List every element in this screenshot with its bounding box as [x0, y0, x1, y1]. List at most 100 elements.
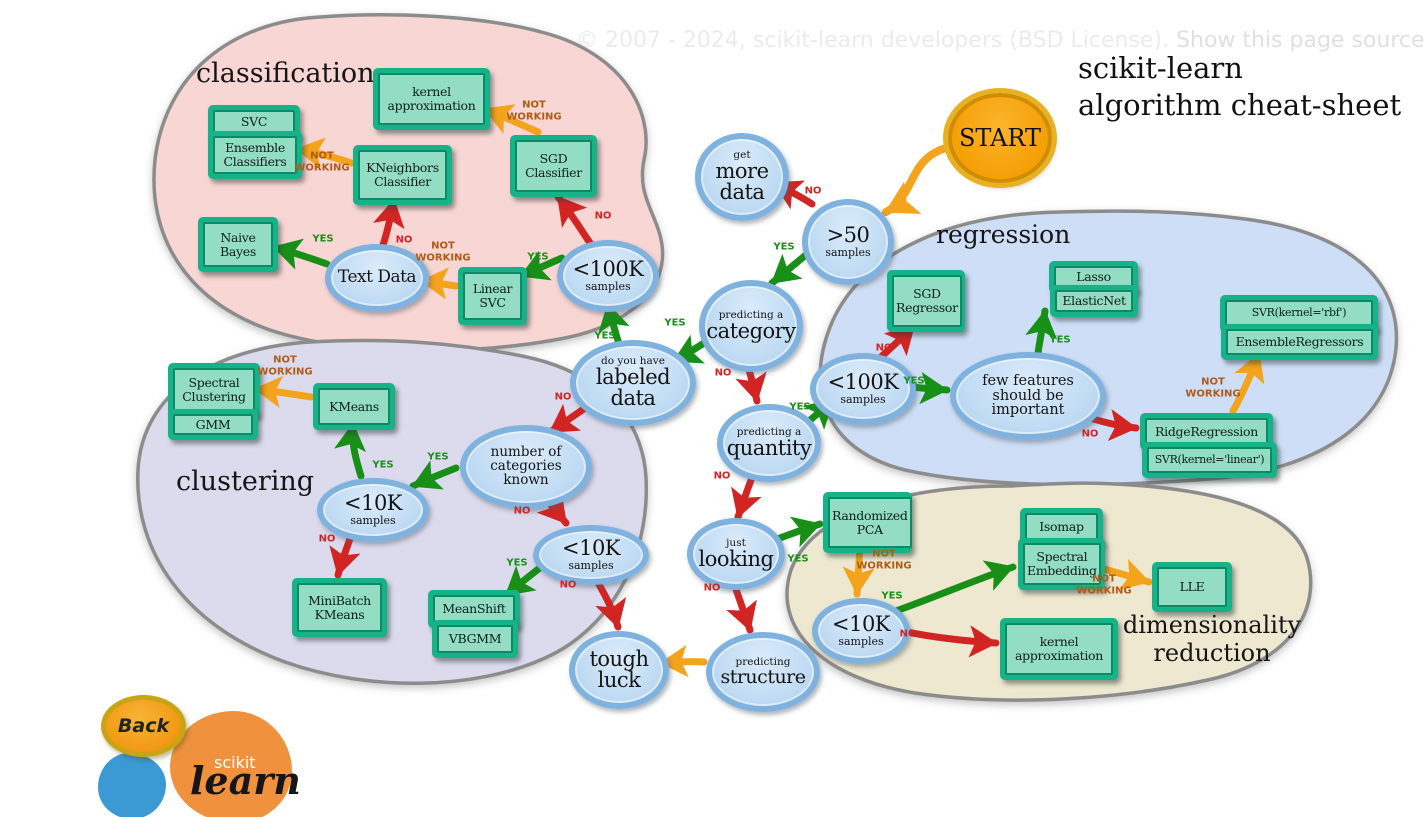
edge-label-yes-text-data-naive-bayes: YES — [312, 233, 334, 245]
estimator-sgd-regressor[interactable]: SGD Regressor — [887, 270, 965, 332]
estimator-kernel-approximation-classification[interactable]: kernel approximation — [373, 68, 490, 130]
node-text-data: Text Data — [325, 244, 429, 312]
arrow-yes-lt10k-to-spectral-embedding — [892, 560, 1017, 615]
edge-label-no-looking-structure: NO — [703, 582, 721, 594]
page-title-line2: algorithm cheat-sheet — [1078, 88, 1402, 122]
estimator-elasticnet[interactable]: ElasticNet — [1050, 285, 1138, 317]
estimator-gmm[interactable]: GMM — [168, 409, 258, 440]
estimator-label: SGD Classifier — [515, 140, 592, 192]
estimator-ensemble-regressors[interactable]: EnsembleRegressors — [1221, 324, 1378, 360]
edge-label-no-num-categories-lt10k: NO — [513, 505, 531, 517]
edge-label-yes-lt100k-linear-svc: YES — [527, 251, 549, 263]
edge-label-yes-lt10k-kmeans: YES — [372, 459, 394, 471]
edge-label-no-text-data-kneighbors: NO — [395, 234, 413, 246]
node-quantity-top: predicting a — [736, 426, 802, 439]
estimator-label: Spectral Clustering — [173, 368, 255, 412]
node-lt10k-right-sub: samples — [568, 558, 614, 572]
edge-label-no-lt10k-kernel-approx: NO — [899, 628, 917, 640]
node-looking-main: looking — [698, 546, 774, 571]
edge-label-yes-gt50-category: YES — [773, 241, 795, 253]
page-title-line1: scikit-learn — [1078, 51, 1243, 85]
estimator-sgd-classifier[interactable]: SGD Classifier — [510, 135, 597, 197]
edge-label-yes-quantity-lt100k-reg: YES — [789, 401, 811, 413]
estimator-randomized-pca[interactable]: Randomized PCA — [823, 492, 912, 553]
dimred-title-line2: reduction — [1153, 638, 1271, 667]
node-lt10k-samples-clustering-right: <10K samples — [533, 525, 649, 585]
estimator-label: Linear SVC — [463, 272, 522, 320]
edge-label-yes-lt10k-spectral-embedding: YES — [881, 590, 903, 602]
node-few-features-important: few features should be important — [950, 352, 1106, 440]
estimator-ensemble-classifiers[interactable]: Ensemble Classifiers — [208, 131, 302, 179]
node-structure-main: structure — [720, 665, 806, 688]
node-labeled-data: do you have labeled data — [570, 340, 696, 426]
back-button[interactable]: Back — [101, 695, 186, 757]
region-title-classification: classification — [196, 58, 375, 89]
node-lt100k-clf-sub: samples — [585, 279, 631, 293]
node-lt10k-samples-clustering-left: <10K samples — [317, 478, 429, 542]
node-labeled-top: do you have — [601, 355, 665, 368]
region-title-dimensionality-reduction: dimensionality reduction — [1108, 611, 1316, 667]
estimator-label: Randomized PCA — [828, 497, 912, 548]
estimator-label: kernel approximation — [1005, 623, 1113, 675]
estimator-kernel-approximation-dimred[interactable]: kernel approximation — [1000, 618, 1118, 680]
region-dimred-blob — [785, 481, 1313, 702]
estimator-naive-bayes[interactable]: Naive Bayes — [198, 217, 278, 272]
node-number-of-categories-known: number of categories known — [460, 425, 592, 509]
estimator-linear-svc[interactable]: Linear SVC — [458, 267, 527, 325]
scikit-learn-logo-scikit-text[interactable]: scikit — [214, 753, 256, 772]
estimator-kmeans[interactable]: KMeans — [313, 383, 395, 430]
estimator-label: SVR(kernel='linear') — [1147, 447, 1272, 473]
node-category-top: predicting a — [718, 309, 784, 322]
edge-label-nw-linear-svc-text-data: NOT WORKING — [415, 240, 471, 264]
edge-label-nw-kneighbors-ensemble: NOT WORKING — [294, 150, 350, 174]
estimator-spectral-clustering[interactable]: Spectral Clustering — [168, 363, 260, 417]
estimator-label: Spectral Embedding — [1023, 543, 1101, 585]
estimator-label: SGD Regressor — [892, 275, 962, 327]
estimator-label: EnsembleRegressors — [1226, 329, 1373, 355]
node-quantity-main: quantity — [726, 435, 812, 460]
node-just-looking: just looking — [687, 518, 785, 590]
node-gt50-main: >50 — [826, 223, 870, 248]
node-lt100k-clf-main: <100K — [572, 257, 644, 282]
node-predicting-quantity: predicting a quantity — [717, 404, 821, 482]
arrow-start-to-gt50 — [882, 143, 954, 216]
node-looking-top: just — [726, 537, 746, 550]
node-predicting-structure: predicting structure — [706, 632, 820, 712]
node-lt100k-reg-main: <100K — [827, 370, 899, 395]
node-structure-top: predicting — [735, 656, 791, 669]
arrow-yes-few-features-to-elasticnet — [1025, 307, 1058, 357]
edge-label-no-gt50-more-data: NO — [804, 185, 822, 197]
edge-label-no-category-quantity: NO — [714, 367, 732, 379]
scikit-learn-logo-learn-text[interactable]: learn — [190, 758, 301, 803]
node-gt50-samples: >50 samples — [802, 199, 894, 285]
edge-label-nw-ridge-svr: NOT WORKING — [1185, 376, 1241, 400]
estimator-label: KNeighbors Classifier — [358, 150, 447, 200]
node-tough-luck-main: tough luck — [589, 646, 649, 692]
edge-label-no-lt10k-minibatch: NO — [318, 533, 336, 545]
node-lt10k-right-main: <10K — [561, 536, 621, 561]
edge-label-no-few-features-ridge: NO — [1081, 428, 1099, 440]
estimator-label: VBGMM — [437, 625, 513, 653]
estimator-svr-linear[interactable]: SVR(kernel='linear') — [1142, 442, 1277, 478]
estimator-lle[interactable]: LLE — [1152, 562, 1232, 612]
estimator-label: ElasticNet — [1055, 290, 1133, 312]
estimator-minibatch-kmeans[interactable]: MiniBatch KMeans — [292, 578, 387, 637]
show-page-source-link[interactable]: Show this page source — [1176, 28, 1424, 53]
node-get-more-data-main: more data — [715, 158, 769, 205]
node-text-data-main: Text Data — [337, 267, 417, 288]
estimator-label: LLE — [1157, 567, 1227, 607]
node-lt100k-samples-regression: <100K samples — [810, 353, 916, 425]
edge-label-no-lt100k-sgd-regressor: NO — [875, 342, 893, 354]
edge-label-yes-labeled-lt100k: YES — [594, 330, 616, 342]
edge-label-yes-looking-pca: YES — [787, 553, 809, 565]
edge-label-no-lt100k-sgd: NO — [594, 210, 612, 222]
edge-label-nw-sgd-kernel-approx: NOT WORKING — [506, 99, 562, 123]
node-get-more-data-top: get — [733, 149, 751, 162]
edge-label-yes-few-features-lasso: YES — [1049, 334, 1071, 346]
estimator-kneighbors-classifier[interactable]: KNeighbors Classifier — [353, 145, 452, 205]
estimator-label: SVR(kernel='rbf') — [1225, 300, 1373, 327]
edge-label-nw-spectral-embedding-lle: NOT WORKING — [1076, 573, 1132, 597]
estimator-vbgmm[interactable]: VBGMM — [432, 620, 518, 658]
estimator-spectral-embedding[interactable]: Spectral Embedding — [1018, 538, 1105, 590]
